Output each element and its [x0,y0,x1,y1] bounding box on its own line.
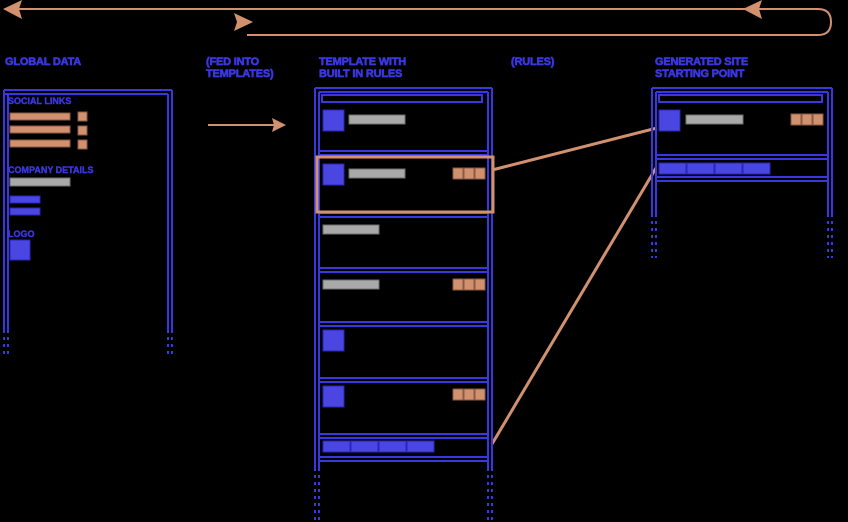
label-rules: (RULES) [511,56,555,68]
template-row[interactable] [322,385,486,408]
template-top-bar[interactable] [321,94,483,103]
label-global-data: GLOBAL DATA [5,56,82,68]
label-fed-into-templates: (FED INTO TEMPLATES) [206,56,274,80]
feed-into-arrow [208,118,286,132]
generated-top-bar[interactable] [658,94,823,103]
module-chip[interactable] [452,167,464,180]
generated-hero-row[interactable] [658,109,824,132]
generated-panel-frame-dashed [651,214,833,258]
template-row-divider [319,321,488,327]
social-link-bar[interactable] [9,139,71,148]
module-chip[interactable] [474,388,486,401]
template-row[interactable] [322,224,380,235]
module-square[interactable] [322,109,345,132]
company-details-group[interactable] [9,177,71,216]
rule-link-upper [491,126,658,172]
template-nav-row[interactable] [322,440,435,453]
module-chip[interactable] [801,113,813,126]
module-square[interactable] [322,329,345,352]
template-row-highlighted[interactable] [315,155,495,214]
global-panel-frame [3,89,173,330]
module-gray-bar[interactable] [322,279,380,290]
template-row[interactable] [322,329,345,352]
module-gray-bar[interactable] [348,114,406,125]
nav-segment[interactable] [378,440,407,453]
module-square[interactable] [322,163,345,186]
label-template-with-rules: TEMPLATE WITH BUILT IN RULES [319,56,407,80]
highlight-outline[interactable] [315,155,495,214]
generated-row-divider [656,154,828,160]
module-chip[interactable] [463,388,475,401]
label-logo: LOGO [8,229,35,239]
arrowhead-left-mid-icon [743,0,762,19]
module-chip[interactable] [463,278,475,291]
generated-nav-row[interactable] [658,162,771,175]
module-chip[interactable] [790,113,802,126]
generated-panel-frame [651,87,833,214]
nav-segment[interactable] [658,162,687,175]
module-chip[interactable] [812,113,824,126]
module-gray-bar[interactable] [348,168,406,179]
module-chip[interactable] [474,278,486,291]
label-social-links: SOCIAL LINKS [8,96,72,106]
module-gray-bar[interactable] [322,224,380,235]
social-links-group[interactable] [9,111,88,150]
module-chip[interactable] [474,167,486,180]
nav-segment[interactable] [686,162,715,175]
company-detail-bar[interactable] [9,177,71,187]
module-gray-bar[interactable] [685,114,744,125]
rule-link-lower [490,167,658,445]
generated-row-divider [656,176,828,182]
module-chip[interactable] [452,388,464,401]
template-row-divider [319,267,488,273]
template-panel-frame [314,87,493,468]
nav-segment[interactable] [406,440,435,453]
social-link-chip[interactable] [77,111,88,122]
social-link-bar[interactable] [9,125,71,134]
arrowhead-right-icon [234,13,253,31]
social-link-chip[interactable] [77,125,88,136]
label-generated-site: GENERATED SITE STARTING POINT [655,56,749,80]
template-row[interactable] [322,109,406,132]
company-detail-bar[interactable] [9,195,41,204]
social-link-chip[interactable] [77,139,88,150]
module-chip[interactable] [463,167,475,180]
label-company-details: COMPANY DETAILS [8,165,94,175]
template-row-divider [319,433,488,439]
company-detail-bar[interactable] [9,207,41,216]
nav-segment[interactable] [350,440,379,453]
nav-segment[interactable] [714,162,743,175]
logo-swatch[interactable] [9,239,31,261]
arrowhead-left-start-icon [3,0,22,19]
template-row-divider [319,456,488,462]
social-link-bar[interactable] [9,112,71,121]
nav-segment[interactable] [742,162,771,175]
template-row-divider [319,150,488,156]
module-square[interactable] [322,385,345,408]
module-chip[interactable] [452,278,464,291]
template-row[interactable] [322,278,486,291]
nav-segment[interactable] [322,440,351,453]
template-row-divider [319,377,488,383]
module-square[interactable] [658,109,681,132]
top-flow-connector [8,8,833,36]
